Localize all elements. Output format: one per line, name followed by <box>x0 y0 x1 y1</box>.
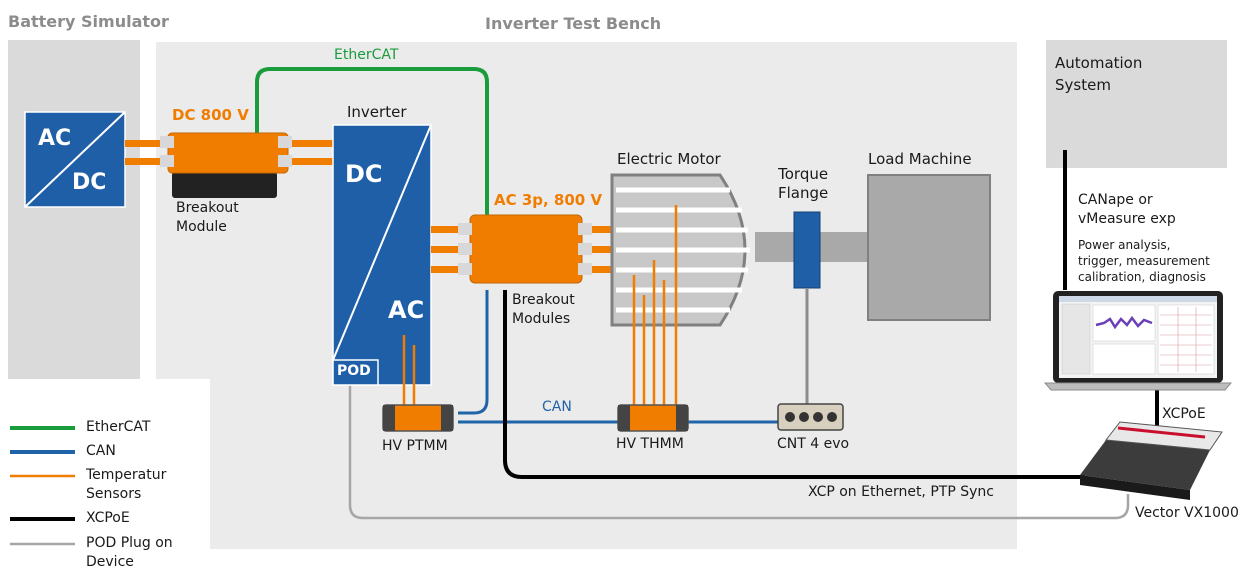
dc-connector <box>160 136 174 148</box>
pod-line <box>348 383 1130 520</box>
legend-label-xcpoe: XCPoE <box>86 510 130 526</box>
ac-connector <box>578 223 592 235</box>
dc-connector <box>278 136 292 148</box>
ac-3p-label: AC 3p, 800 V <box>494 191 603 209</box>
load-machine <box>867 174 991 321</box>
ethercat-line <box>255 67 489 222</box>
vx1000-label: Vector VX1000 <box>1135 505 1239 521</box>
acdc-dc-label: DC <box>72 170 107 195</box>
hv-ptmm-end <box>441 405 453 431</box>
screen-toolbar <box>1059 296 1217 302</box>
inverter-test-bench-header: Inverter Test Bench <box>485 14 662 33</box>
ethercat-label: EtherCAT <box>334 47 399 63</box>
automation-system-label: Automation System <box>1055 54 1143 94</box>
vx1000-logo-stripe <box>1117 426 1206 439</box>
cnt-4-evo-module <box>777 403 844 431</box>
xcpoe-label: XCPoE <box>1162 406 1206 422</box>
dc-breakout-module-base <box>172 172 277 198</box>
can-label: CAN <box>542 399 572 415</box>
vx1000-body <box>1080 440 1210 490</box>
dc-connector <box>160 155 174 167</box>
hv-thmm-label: HV THMM <box>616 436 684 452</box>
screen-sidebar <box>1061 303 1091 375</box>
cnt-connectors <box>785 412 837 422</box>
ac-cable <box>580 266 615 273</box>
ac-cable <box>580 246 615 253</box>
ac-cable <box>431 266 476 273</box>
ac-connector <box>578 263 592 275</box>
torque-flange-label: Torque Flange <box>778 165 829 202</box>
legend-label-pod: POD Plug on Device <box>86 535 173 570</box>
hv-ptmm-label: HV PTMM <box>382 438 448 454</box>
ac-cable <box>431 226 476 233</box>
legend-label-temperature: Temperatur Sensors <box>86 467 167 502</box>
ac-cable <box>431 246 476 253</box>
pod-label: POD <box>337 363 371 379</box>
electric-motor-label: Electric Motor <box>617 150 721 168</box>
breakout-module-label: Breakout Module <box>176 200 239 235</box>
ac-breakout-module <box>469 214 583 284</box>
dc-cable-bottom-right <box>285 158 333 165</box>
inverter-title: Inverter <box>347 103 407 121</box>
battery-simulator-panel <box>8 40 140 379</box>
screen-grid-panel <box>1157 304 1215 375</box>
ac-cable <box>580 226 615 233</box>
inverter-ac-label: AC <box>388 296 425 324</box>
inverter-dc-label: DC <box>345 160 383 188</box>
screen-grid-lines <box>1160 307 1212 372</box>
torque-flange <box>793 211 821 289</box>
legend-label-can: CAN <box>86 443 116 459</box>
can-line-inverter <box>458 290 489 415</box>
pod-box <box>332 359 379 386</box>
temperature-sensor-wires <box>402 205 678 408</box>
vx1000-front <box>1080 475 1190 500</box>
ac-connector <box>578 243 592 255</box>
dc-connector <box>278 155 292 167</box>
acdc-diagonal <box>24 111 126 208</box>
legend-label-ethercat: EtherCAT <box>86 419 151 435</box>
dc-breakout-module <box>167 132 289 174</box>
dc-cable-bottom <box>125 158 175 165</box>
laptop-base <box>1043 382 1233 391</box>
battery-simulator-header: Battery Simulator <box>8 12 169 31</box>
load-machine-label: Load Machine <box>868 150 972 168</box>
breakout-modules-label: Breakout Modules <box>512 292 575 327</box>
hv-thmm-end <box>618 405 630 431</box>
software-features: Power analysis, trigger, measurement cal… <box>1078 238 1210 284</box>
dc-800v-label: DC 800 V <box>172 106 249 124</box>
automation-system-panel <box>1046 40 1227 168</box>
dc-cable-top-right <box>285 140 333 147</box>
inverter <box>332 124 432 386</box>
xcp-ethernet-line <box>503 290 1085 479</box>
screen-signal-trace <box>1095 315 1153 330</box>
ac-connector <box>458 263 472 275</box>
hv-thmm-end <box>676 405 688 431</box>
software-name: CANape or vMeasure exp <box>1078 192 1176 227</box>
dc-cable-top <box>125 140 175 147</box>
ac-connector <box>458 243 472 255</box>
screen-table-panel <box>1092 343 1156 375</box>
inverter-diagonal <box>332 124 432 361</box>
xcp-ethernet-label: XCP on Ethernet, PTP Sync <box>808 484 994 500</box>
hv-ptmm-end <box>383 405 395 431</box>
acdc-ac-label: AC <box>38 126 72 151</box>
cnt-4-evo-label: CNT 4 evo <box>777 436 850 452</box>
motor-fins <box>616 187 750 313</box>
ac-connector <box>458 223 472 235</box>
